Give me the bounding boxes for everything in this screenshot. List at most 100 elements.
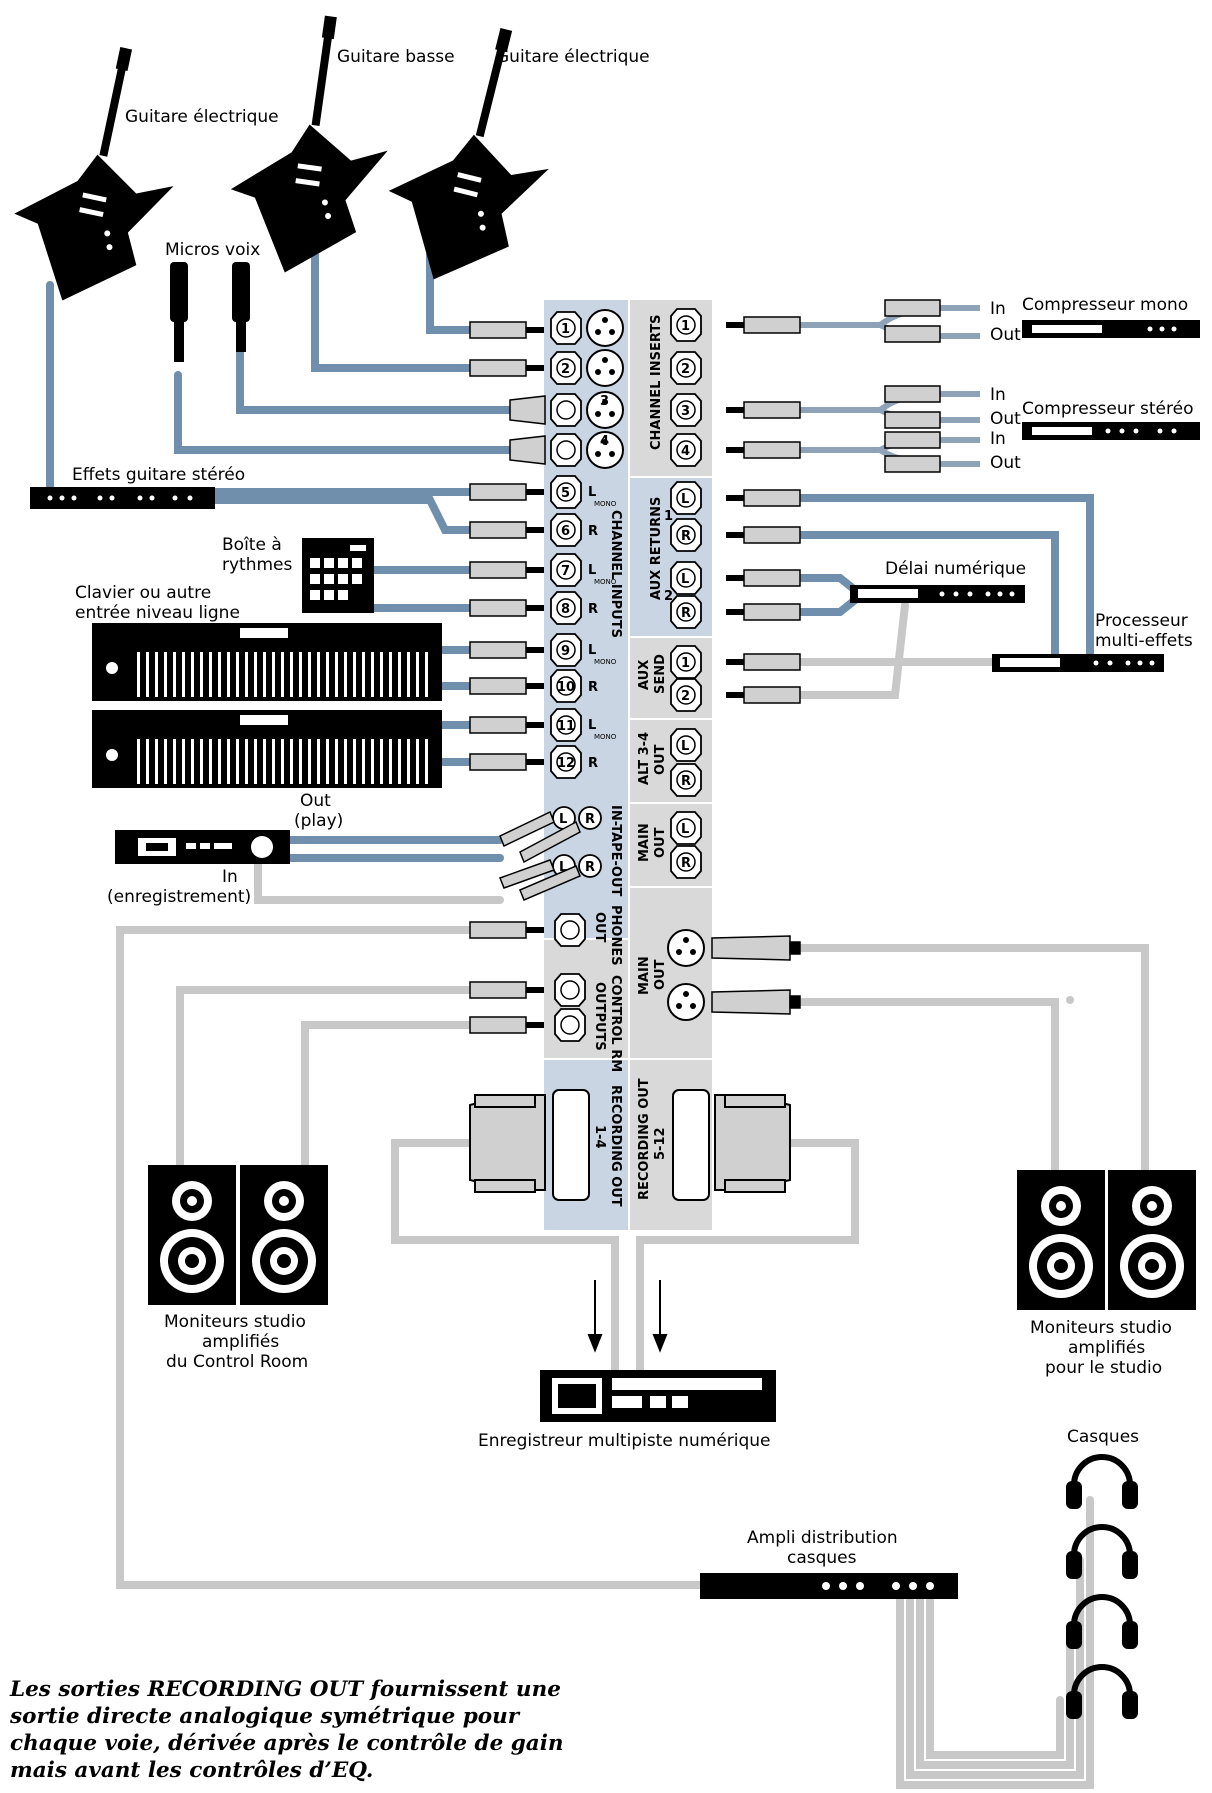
casques-label: Casques bbox=[1067, 1427, 1139, 1447]
delai-label: Délai numérique bbox=[885, 559, 1026, 579]
keyboard-icon-2 bbox=[92, 710, 442, 788]
gray-cables bbox=[116, 601, 1149, 1789]
ampli-label-2: casques bbox=[787, 1548, 857, 1568]
processeur-label-1: Processeur bbox=[1095, 611, 1188, 631]
channel-inputs-label: CHANNEL INPUTS bbox=[608, 510, 623, 638]
alt-out-r-text: R bbox=[681, 774, 691, 789]
input-xlr-3-num: 3 bbox=[600, 394, 609, 409]
output-plugs bbox=[725, 316, 801, 704]
main-out-xlr-label-2: OUT bbox=[653, 959, 668, 990]
channel-inserts-label: CHANNEL INSERTS bbox=[649, 314, 664, 450]
keyboard-icon-1 bbox=[92, 623, 442, 701]
tape-in-l: L bbox=[559, 812, 567, 827]
in-label-3: In bbox=[990, 429, 1006, 449]
main-out-label: MAIN bbox=[637, 823, 652, 862]
input-jack-7-num: 7 bbox=[561, 564, 570, 579]
input-jack-9-num: 9 bbox=[561, 644, 570, 659]
phones-out-jack[interactable] bbox=[554, 913, 586, 947]
input-jack-6-num: 6 bbox=[561, 524, 570, 539]
input-7-l: L bbox=[588, 563, 596, 578]
db25-plug-left bbox=[469, 1094, 546, 1193]
multitrack-recorder-icon bbox=[540, 1370, 776, 1422]
tape-out-r: R bbox=[585, 860, 595, 875]
input-xlr-2[interactable] bbox=[586, 349, 624, 387]
comp-stereo-label: Compresseur stéréo bbox=[1022, 399, 1194, 419]
main-out-xlr-plugs bbox=[711, 935, 801, 1015]
input-7-mono: MONO bbox=[594, 578, 617, 586]
micros-voix-label: Micros voix bbox=[165, 240, 260, 260]
tape-in-label-2: (enregistrement) bbox=[107, 887, 251, 907]
multi-effects-icon bbox=[992, 654, 1164, 672]
comp-mono-label: Compresseur mono bbox=[1022, 295, 1188, 315]
phones-label: PHONES bbox=[608, 905, 623, 966]
aux-return-2-r-text: R bbox=[681, 606, 691, 621]
rec-out-14-label: RECORDING OUT bbox=[608, 1085, 623, 1207]
tape-label: IN-TAPE-OUT bbox=[608, 805, 623, 897]
input-jack-5-num: 5 bbox=[561, 486, 570, 501]
aux-send-1-num: 1 bbox=[681, 656, 690, 671]
in-label-1: In bbox=[990, 299, 1006, 319]
input-jack-11-num: 11 bbox=[557, 719, 575, 734]
control-room-monitor-left-icon bbox=[148, 1165, 236, 1305]
aux-send-label-2: SEND bbox=[653, 654, 668, 694]
guitar-effects-rack bbox=[30, 487, 215, 509]
out-label-3: Out bbox=[990, 453, 1021, 473]
guitar-electric-left-label: Guitare électrique bbox=[125, 107, 279, 127]
boite-rythmes-label-2: rythmes bbox=[222, 555, 293, 575]
tape-out-l: L bbox=[559, 860, 567, 875]
input-9-l: L bbox=[588, 643, 596, 658]
tape-in-r: R bbox=[585, 812, 595, 827]
control-rm-label: CONTROL RM bbox=[608, 975, 623, 1072]
input-12-r: R bbox=[588, 756, 598, 771]
moniteurs-st-label-2: amplifiés bbox=[1068, 1338, 1145, 1358]
boite-rythmes-label-1: Boîte à bbox=[222, 535, 282, 555]
rec-out-14-label-2: 1-4 bbox=[592, 1125, 607, 1149]
control-rm-jack-l[interactable] bbox=[554, 973, 586, 1007]
tape-deck-icon bbox=[115, 830, 290, 864]
input-jack-4[interactable] bbox=[550, 433, 582, 467]
studio-monitor-left-icon bbox=[1017, 1170, 1105, 1310]
aux-return-1-r-text: R bbox=[681, 529, 691, 544]
moniteurs-cr-label-1: Moniteurs studio bbox=[164, 1312, 306, 1332]
alt-out-label: ALT 3-4 bbox=[637, 732, 652, 785]
aux-return-1-num: 1 bbox=[664, 509, 673, 524]
caption-text: Les sorties RECORDING OUT fournissent un… bbox=[10, 1677, 564, 1783]
main-out-label-2: OUT bbox=[653, 827, 668, 858]
headphone-icon-2 bbox=[1066, 1527, 1138, 1579]
main-out-l-text: L bbox=[681, 822, 689, 837]
aux-returns-label: AUX RETURNS bbox=[649, 497, 664, 600]
tape-out-label-1: Out bbox=[300, 791, 331, 811]
main-out-xlr-r[interactable] bbox=[667, 983, 705, 1021]
db25-plug-right bbox=[714, 1094, 791, 1193]
db25-connector-left[interactable] bbox=[552, 1089, 590, 1201]
tape-out-label-2: (play) bbox=[294, 811, 343, 831]
main-out-xlr-l[interactable] bbox=[667, 929, 705, 967]
clavier-label-1: Clavier ou autre bbox=[75, 583, 211, 603]
digital-delay-icon bbox=[850, 585, 1025, 603]
out-label-1: Out bbox=[990, 325, 1021, 345]
input-xlr-1[interactable] bbox=[586, 309, 624, 347]
main-out-xlr-label: MAIN bbox=[637, 956, 652, 995]
control-rm-jack-r[interactable] bbox=[554, 1008, 586, 1042]
guitar-electric-right-label: Guitare électrique bbox=[496, 47, 650, 67]
ampli-label-1: Ampli distribution bbox=[747, 1528, 898, 1548]
insert-jack-1-num: 1 bbox=[681, 319, 690, 334]
headphone-icon-1 bbox=[1066, 1457, 1138, 1509]
out-label-2: Out bbox=[990, 409, 1021, 429]
guitar-bass-label: Guitare basse bbox=[337, 47, 455, 67]
insert-jack-3-num: 3 bbox=[681, 404, 690, 419]
db25-connector-right[interactable] bbox=[672, 1089, 710, 1201]
input-10-r: R bbox=[588, 680, 598, 695]
input-8-r: R bbox=[588, 602, 598, 617]
control-room-monitor-right-icon bbox=[240, 1165, 328, 1305]
insert-jack-2-num: 2 bbox=[681, 362, 690, 377]
input-jack-3[interactable] bbox=[550, 393, 582, 427]
rec-out-512-label: RECORDING OUT bbox=[637, 1078, 652, 1200]
blue-cables bbox=[46, 251, 1094, 862]
aux-send-2-num: 2 bbox=[681, 689, 690, 704]
input-xlr-4-num: 4 bbox=[600, 434, 609, 449]
input-5-l: L bbox=[588, 485, 596, 500]
input-plugs bbox=[469, 321, 545, 1034]
xlr-plugs bbox=[509, 395, 546, 465]
